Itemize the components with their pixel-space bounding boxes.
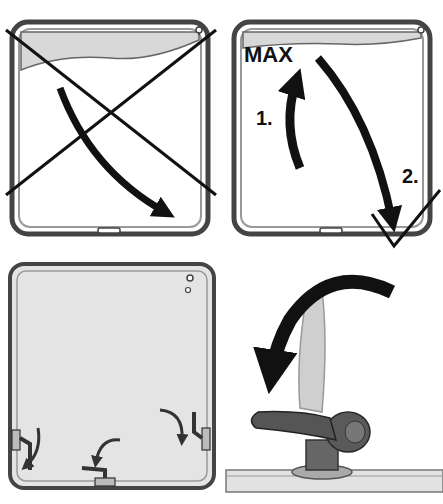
step-number: 2. [402,166,419,186]
window-frame-correct [234,22,440,246]
step-number: 1. [256,108,273,128]
window-latches [10,264,214,488]
max-label: MAX [244,44,293,66]
window-frame-wrong [6,22,216,234]
latch-closeup [226,282,443,492]
